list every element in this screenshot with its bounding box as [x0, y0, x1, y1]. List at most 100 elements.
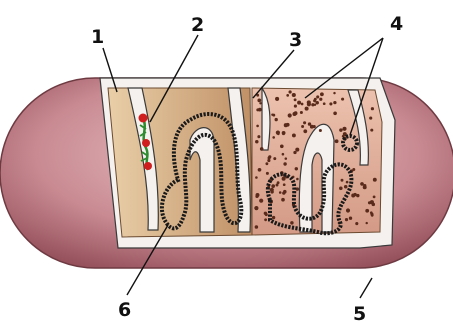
granule-dot — [319, 98, 322, 101]
granule-dot — [346, 208, 350, 212]
granule-dot — [285, 124, 288, 127]
granule-dot — [333, 111, 337, 115]
granule-dot — [288, 113, 292, 117]
granule-dot — [294, 105, 297, 108]
granule-dot — [273, 157, 276, 160]
granule-dot — [264, 218, 267, 221]
granule-dot — [258, 168, 262, 172]
granule-dot — [365, 209, 369, 213]
granule-dot — [259, 102, 261, 104]
granule-dot — [356, 194, 359, 197]
granule-dot — [363, 185, 367, 189]
granule-dot — [341, 179, 344, 182]
granule-dot — [266, 172, 269, 175]
granule-dot — [316, 95, 319, 98]
label-5: 5 — [353, 303, 366, 324]
granule-dot — [307, 100, 311, 104]
granule-dot — [293, 151, 296, 154]
granule-dot — [333, 92, 335, 94]
granule-dot — [267, 159, 270, 162]
granule-dot — [256, 125, 259, 128]
granule-dot — [339, 187, 343, 191]
granule-dot — [303, 129, 307, 133]
granule-dot — [259, 199, 263, 203]
granule-dot — [311, 103, 314, 106]
granule-dot — [369, 117, 372, 120]
granule-dot — [265, 162, 268, 165]
granule-dot — [355, 222, 358, 225]
granule-dot — [297, 101, 301, 105]
granule-dot — [349, 217, 352, 220]
granule-dot — [275, 97, 279, 101]
label-6: 6 — [118, 299, 131, 321]
granule-dot — [292, 133, 296, 137]
granule-dot — [329, 102, 332, 105]
granule-dot — [280, 144, 284, 148]
granule-dot — [313, 99, 316, 102]
granule-dot — [270, 188, 274, 192]
granule-dot — [255, 176, 258, 179]
granule-dot — [339, 128, 342, 131]
granule-dot — [319, 129, 322, 132]
granule-dot — [370, 129, 373, 132]
granule-dot — [272, 114, 275, 117]
granule-dot — [345, 218, 348, 221]
granule-dot — [279, 191, 282, 194]
granule-dot — [265, 213, 268, 216]
granule-dot — [283, 190, 287, 194]
granule-dot — [352, 168, 355, 171]
granule-dot — [271, 184, 275, 188]
granule-dot — [292, 112, 296, 116]
granule-dot — [373, 178, 377, 182]
granule-dot — [294, 98, 297, 101]
granule-dot — [282, 132, 285, 135]
granule-dot — [292, 93, 296, 97]
granule-dot — [257, 135, 260, 138]
granule-dot — [373, 196, 376, 199]
granule-dot — [360, 182, 364, 186]
granule-dot — [323, 102, 326, 105]
granule-dot — [290, 221, 293, 224]
granule-dot — [283, 162, 286, 165]
granule-dot — [283, 183, 286, 186]
granule-dot — [282, 177, 286, 181]
granule-dot — [366, 222, 368, 224]
granule-dot — [370, 200, 374, 204]
granule-dot — [272, 216, 275, 219]
granule-dot — [301, 103, 304, 106]
granule-dot — [335, 139, 339, 143]
granule-dot — [296, 178, 299, 181]
granule-dot — [371, 107, 374, 110]
label-2: 2 — [191, 14, 204, 36]
granule-dot — [300, 111, 303, 114]
granule-dot — [272, 136, 275, 139]
label-3: 3 — [289, 29, 302, 51]
label-1: 1 — [91, 26, 104, 48]
granule-dot — [257, 99, 261, 103]
granule-dot — [295, 167, 298, 170]
granule-dot — [254, 206, 258, 210]
granule-dot — [288, 90, 291, 93]
granule-dot — [305, 107, 309, 111]
granule-dot — [344, 185, 347, 188]
granule-dot — [320, 92, 324, 96]
granule-dot — [286, 94, 289, 97]
granule-dot — [351, 194, 355, 198]
granule-dot — [268, 155, 271, 158]
granule-dot — [275, 118, 278, 121]
granule-dot — [346, 181, 349, 184]
granule-dot — [333, 101, 336, 104]
granule-dot — [370, 211, 373, 214]
granule-dot — [256, 193, 260, 197]
granule-dot — [276, 131, 280, 135]
granule-dot — [295, 148, 299, 152]
granule-dot — [341, 98, 344, 101]
granule-dot — [315, 101, 318, 104]
granule-dot — [371, 214, 374, 217]
granule-dot — [276, 184, 279, 187]
granule-dot — [303, 121, 306, 124]
granule-dot — [255, 140, 258, 143]
granule-dot — [342, 127, 346, 131]
granule-dot — [285, 157, 288, 160]
